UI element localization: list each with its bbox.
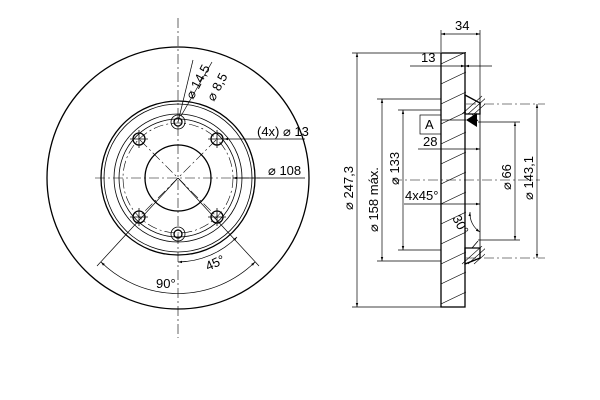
pin-hole-top [170,114,186,130]
front-view: ⌀ 14,5 ⌀ 8,5 (4x) ⌀ 13 ⌀ 108 90° 45° [46,18,310,338]
label-angle-90: 90° [156,276,176,291]
bolt-hole [130,208,148,226]
label-angle-30: 30° [449,212,471,236]
label-dia-143: ⌀ 143,1 [521,156,536,200]
datum-arrow [466,113,477,127]
label-hole-count: (4x) ⌀ 13 [257,124,309,139]
label-dia-66: ⌀ 66 [499,164,514,190]
label-dia-133: ⌀ 133 [387,152,402,185]
label-dim-28: 28 [423,134,437,149]
bore-chamfer-bottom [471,240,479,249]
angle-extension-right [177,177,260,267]
section-view: 34 13 A 28 4x45° 30° ⌀ 247,3 ⌀ 158 máx. … [341,18,545,308]
label-overall-dia: ⌀ 247,3 [341,166,356,210]
angle-extension-left [96,177,179,267]
bolt-hole [208,130,226,148]
label-thickness-13: 13 [421,50,435,65]
leader-pin-hole-dia [180,61,213,117]
label-ref-a: A [425,117,434,132]
plate-hatching [441,52,466,305]
leader-bolt-hole-dia [177,59,194,123]
label-max-dia: ⌀ 158 máx. [366,167,381,232]
label-pcd: ⌀ 108 [268,163,301,178]
bolt-hole [130,130,148,148]
angle-arc-30 [468,211,481,233]
hub-rim-bottom [464,247,481,265]
angle-arc-90 [100,261,256,294]
label-chamfer: 4x45° [405,188,438,203]
angle-arc-45 [177,236,238,264]
datum-a-box [419,114,442,135]
rim-top-hatching [461,95,485,115]
bolt-hole [208,208,226,226]
rim-bottom-hatching [461,246,485,265]
label-width-34: 34 [455,18,469,33]
label-angle-45: 45° [203,252,227,274]
